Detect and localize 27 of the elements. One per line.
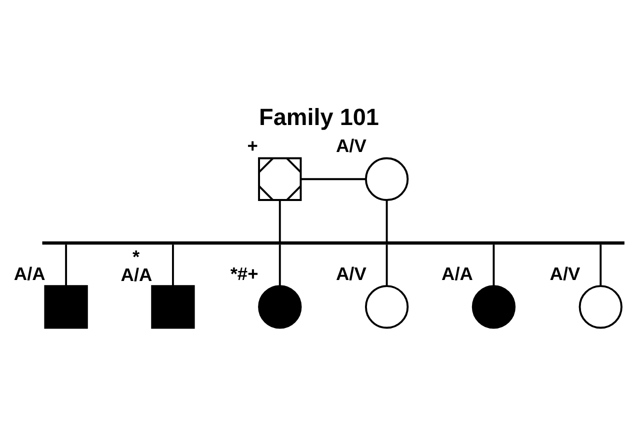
node-label: *#+ (230, 262, 258, 284)
node-circle (364, 285, 409, 329)
node-label: + (247, 135, 258, 156)
node-label: A/A (120, 264, 152, 286)
node-label: A/V (336, 262, 366, 284)
node-circle (364, 157, 409, 201)
node-bar (42, 241, 624, 245)
connector (301, 178, 366, 180)
connector (386, 244, 388, 286)
connector (172, 244, 174, 286)
connector (278, 200, 281, 242)
node-circle (578, 285, 622, 329)
node-box (44, 285, 88, 329)
connector (65, 244, 68, 286)
node-circle (258, 285, 302, 329)
diagram-title: Family 101 (259, 104, 379, 130)
node-label: A/A (14, 262, 46, 284)
connector (386, 200, 388, 242)
node-box (151, 285, 195, 329)
connector (278, 244, 281, 286)
node-label: A/V (336, 135, 366, 156)
node-circle (472, 285, 516, 329)
node-label: * (132, 246, 140, 267)
connector (600, 244, 602, 286)
connector (492, 244, 495, 286)
node-label: A/V (550, 262, 580, 284)
node-label: A/A (442, 262, 473, 284)
